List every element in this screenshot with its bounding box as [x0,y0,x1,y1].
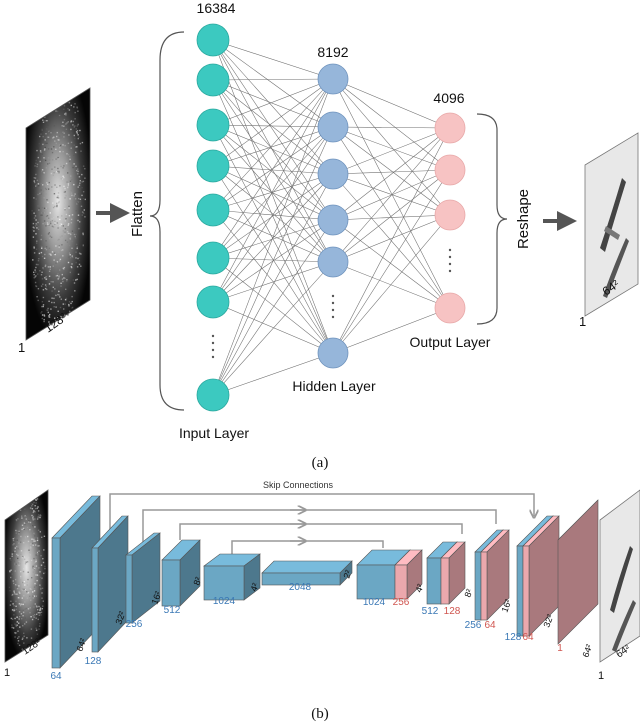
output-neuron [434,154,466,186]
ch-256-c: 256 [465,620,482,631]
skip-connections-label: Skip Connections [263,480,334,490]
input-neuron [196,378,230,412]
ch-64-c: 64 [522,632,534,643]
output-brace [476,113,508,325]
ch-128-b: 128 [444,606,461,617]
dec-block-4-up [522,515,560,637]
sz-64-b: 64² [580,643,594,659]
output-layer-label: Output Layer [410,334,491,350]
output-layer-count: 4096 [433,90,464,106]
hidden-neuron [317,111,349,143]
sz-16-a: 16² [149,590,163,606]
enc-block-4 [161,539,201,607]
ch-64-a: 64 [50,671,62,682]
unet-output-channels: 1 [598,670,604,682]
sz-4-b: 4² [413,583,425,594]
output-block [557,499,599,645]
layer-connections [212,39,451,396]
ch-1024-a: 1024 [213,596,236,607]
sz-16-b: 16² [499,598,513,614]
input-image-channels: 1 [18,340,25,355]
input-neuron [196,108,230,142]
ch-1024-b: 1024 [363,597,386,608]
input-neuron [196,193,230,227]
dec-block-2-up [440,541,466,605]
hidden-neuron [317,63,349,95]
enc-block-5 [203,553,261,601]
sz-64-a: 64² [74,637,88,653]
caption-b: (b) [311,706,329,722]
neurons [196,23,466,412]
unet-input-channels: 1 [4,667,10,679]
hidden-layer-label: Hidden Layer [292,378,376,394]
input-neuron [196,63,230,97]
noise-texture [8,498,46,652]
ch-1: 1 [557,643,563,654]
hidden-neuron [317,337,349,369]
output-neuron [434,112,466,144]
sz-8-b: 8² [462,588,474,599]
ch-128-c: 128 [505,632,522,643]
input-layer-count: 16384 [197,0,236,16]
ch-512-a: 512 [164,605,181,616]
hidden-ellipsis [331,294,335,319]
output-image-channels: 1 [579,314,586,329]
bottleneck-block [261,560,353,586]
size-labels: 64² 32² 16² 8² 4² 2² 4² 8² 16² 32² 64² [74,569,594,659]
dec-block-1-up [394,549,423,600]
sz-8-a: 8² [191,576,203,587]
output-ellipsis [448,248,452,273]
input-brace [149,31,185,411]
ch-2048: 2048 [289,582,312,593]
sz-4-a: 4² [248,582,260,593]
dec-block-3-up [480,529,510,621]
unet-input-image [4,489,49,663]
unet-output-image [599,489,640,663]
enc-block-2 [91,515,129,653]
input-neuron [196,23,230,57]
input-neuron [196,241,230,275]
enc-block-3 [125,532,161,624]
input-layer-label: Input Layer [179,425,249,441]
sz-32-a: 32² [113,610,127,626]
sz-2: 2² [341,569,353,580]
input-neuron [196,149,230,183]
reshape-label: Reshape [515,189,532,249]
panel-b: 128² 1 Skip Connections 64² 1 64 128 256 [4,480,640,722]
input-neuron [196,285,230,319]
ch-512-b: 512 [422,606,439,617]
hidden-neuron [317,204,349,236]
skip-connections [109,493,534,556]
hidden-layer-count: 8192 [317,44,348,60]
unet-blocks [51,495,599,669]
channel-labels: 64 128 256 512 1024 2048 1024 256 512 12… [50,582,563,682]
sz-32-b: 32² [541,613,555,629]
hidden-neuron [317,246,349,278]
ch-256-b: 256 [393,597,410,608]
output-neuron [434,292,466,324]
flatten-label: Flatten [129,191,146,237]
ch-64-b: 64 [484,620,496,631]
panel-a: 1 128² Flatten 16384 8192 4096 Input Lay… [18,0,639,471]
ch-256-a: 256 [126,619,143,630]
hidden-neuron [317,158,349,190]
noise-texture [31,101,86,326]
output-neuron [434,199,466,231]
input-image [25,87,91,341]
output-image [584,132,639,317]
caption-a: (a) [312,455,329,471]
ch-128-a: 128 [85,656,102,667]
input-ellipsis [211,334,215,359]
